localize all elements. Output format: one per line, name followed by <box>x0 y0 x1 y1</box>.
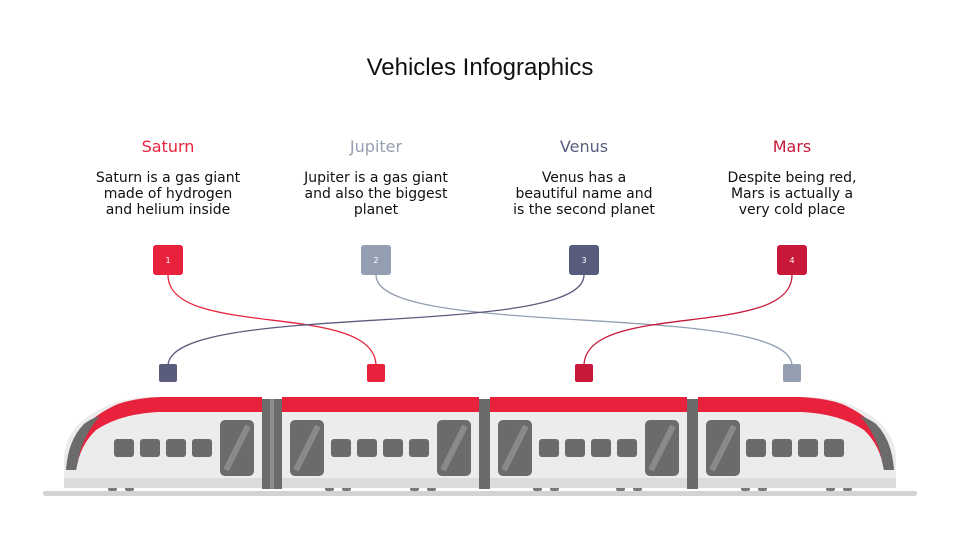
desc-line: and also the biggest <box>304 186 448 202</box>
connector-2 <box>375 274 793 367</box>
desc-line: planet <box>353 202 399 218</box>
desc-line: made of hydrogen <box>103 186 233 202</box>
endpoint-square-navy <box>159 364 177 382</box>
connector-3 <box>167 274 585 367</box>
item-jupiter: Jupiter Jupiter is a gas giant and also … <box>276 136 476 218</box>
desc-line: is the second planet <box>513 202 655 218</box>
item-description: Despite being red, Mars is actually a ve… <box>692 170 892 218</box>
item-venus: Venus Venus has a beautiful name and is … <box>484 136 684 218</box>
coupling <box>687 399 698 489</box>
desc-line: Despite being red, <box>727 170 857 186</box>
coupling-line <box>270 399 274 489</box>
train-car-4 <box>698 397 896 488</box>
train-car-1 <box>64 397 262 488</box>
desc-line: Saturn is a gas giant <box>95 170 241 186</box>
rail <box>43 491 917 496</box>
item-mars: Mars Despite being red, Mars is actually… <box>692 136 892 218</box>
desc-line: Jupiter is a gas giant <box>304 170 448 186</box>
endpoint-square-red <box>367 364 385 382</box>
number-badge-3: 3 <box>569 245 599 275</box>
connector-1 <box>167 274 377 367</box>
number-badge-2: 2 <box>361 245 391 275</box>
item-saturn: Saturn Saturn is a gas giant made of hyd… <box>68 136 268 218</box>
endpoint-square-crimson <box>575 364 593 382</box>
number-badge-1: 1 <box>153 245 183 275</box>
number-badge-4: 4 <box>777 245 807 275</box>
doors <box>220 420 740 476</box>
desc-line: Mars is actually a <box>730 186 854 202</box>
item-description: Venus has a beautiful name and is the se… <box>484 170 684 218</box>
item-name: Jupiter <box>349 137 403 156</box>
desc-line: and helium inside <box>105 202 231 218</box>
desc-line: very cold place <box>738 202 846 218</box>
item-name: Saturn <box>141 137 195 156</box>
desc-line: Venus has a <box>541 170 627 186</box>
item-description: Jupiter is a gas giant and also the bigg… <box>276 170 476 218</box>
item-name: Mars <box>772 137 812 156</box>
endpoint-square-slate <box>783 364 801 382</box>
desc-line: beautiful name and <box>515 186 653 202</box>
connector-4 <box>583 274 793 367</box>
coupling <box>479 399 490 489</box>
slide-title: Vehicles Infographics <box>366 54 594 81</box>
item-name: Venus <box>559 137 609 156</box>
windows <box>114 439 844 457</box>
item-description: Saturn is a gas giant made of hydrogen a… <box>68 170 268 218</box>
